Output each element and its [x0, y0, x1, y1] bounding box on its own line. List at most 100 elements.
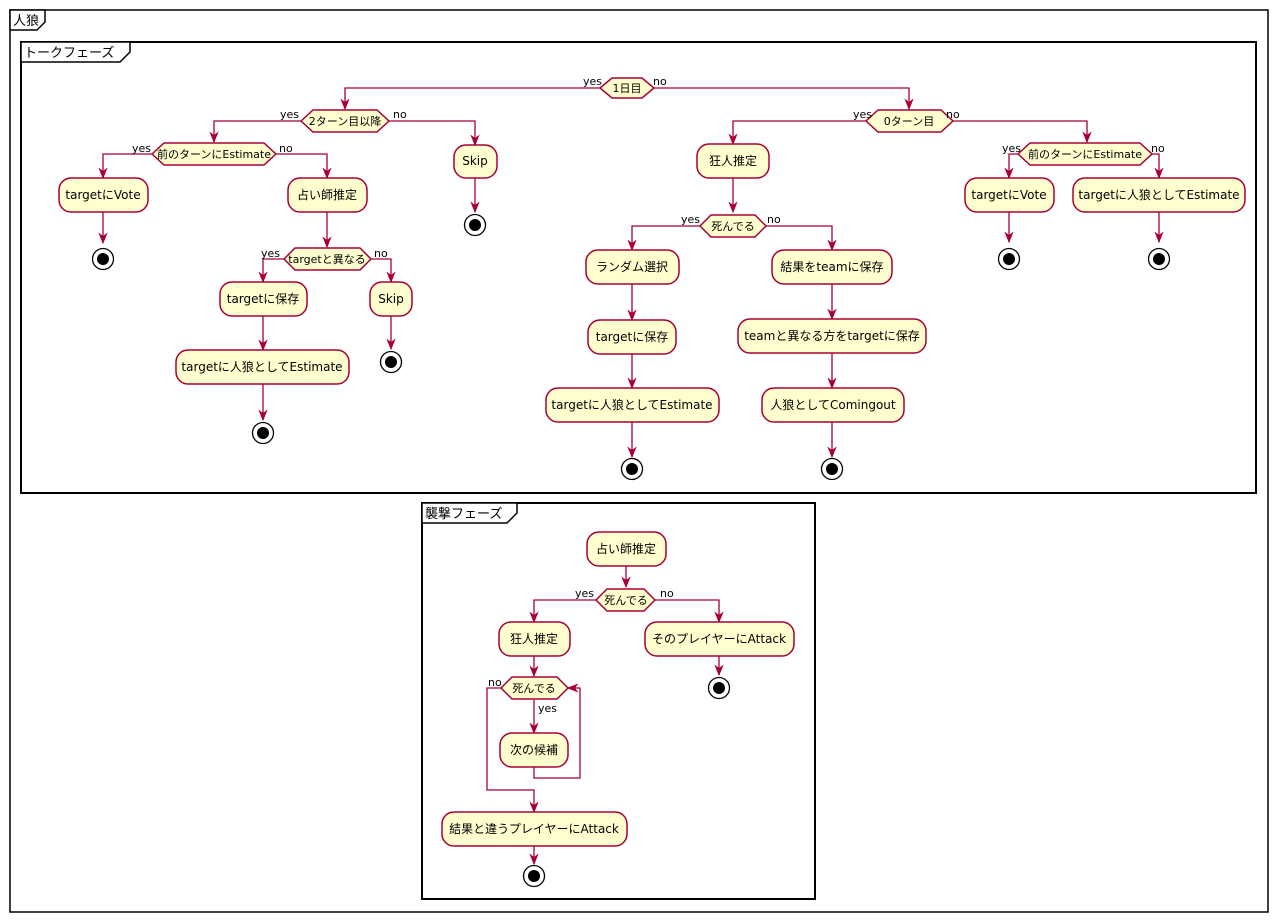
label-no-turn2: no: [393, 108, 407, 121]
decision-turn0: 0ターン目: [864, 109, 955, 133]
branch-labels: yes no yes no yes no yes no yes no yes n…: [132, 75, 1165, 715]
action-estimate-wolf-left: targetに人狼としてEstimate: [175, 349, 350, 385]
talk-phase-frame: トークフェーズ: [20, 41, 1257, 494]
action-random-select: ランダム選択: [585, 249, 680, 285]
label-yes-targetdiff: yes: [261, 247, 280, 260]
svg-text:結果と違うプレイヤーにAttack: 結果と違うプレイヤーにAttack: [449, 822, 619, 836]
action-madman-guess: 狂人推定: [696, 143, 770, 179]
svg-text:結果をteamに保存: 結果をteamに保存: [780, 260, 883, 274]
svg-text:狂人推定: 狂人推定: [709, 153, 757, 168]
svg-text:死んでる: 死んでる: [604, 594, 647, 607]
label-no-day1: no: [653, 75, 667, 88]
svg-text:Skip: Skip: [378, 292, 404, 306]
svg-text:そのプレイヤーにAttack: そのプレイヤーにAttack: [652, 632, 786, 646]
svg-text:targetと異なる: targetと異なる: [288, 253, 365, 266]
svg-text:Skip: Skip: [462, 154, 488, 168]
svg-text:人狼としてComingout: 人狼としてComingout: [770, 397, 896, 412]
action-save-diff-team: teamと異なる方をtargetに保存: [737, 318, 927, 354]
edge-loop-back: [533, 683, 581, 779]
edge-attack-dead-no: [655, 599, 724, 624]
label-no-attack-loop: no: [488, 676, 502, 689]
decision-prev-estimate-right: 前のターンにEstimate: [1016, 142, 1154, 166]
svg-text:targetに人狼としてEstimate: targetに人狼としてEstimate: [551, 397, 712, 412]
end-node-estimate-right: [1147, 247, 1171, 271]
label-no-targetdiff: no: [374, 247, 388, 260]
attack-phase-title: 襲撃フェーズ: [425, 506, 502, 522]
edges: [98, 87, 1164, 866]
attack-decision-dead-loop: 死んでる: [499, 676, 570, 700]
edge-targetdiff-no: [371, 258, 396, 284]
attack-action-next-candidate: 次の候補: [499, 732, 569, 768]
talk-phase-title: トークフェーズ: [24, 45, 114, 61]
edge-prevest-left-yes: [98, 153, 152, 180]
decision-dead-talk: 死んでる: [698, 214, 768, 238]
action-save-result-team: 結果をteamに保存: [771, 249, 893, 285]
label-yes-turn0: yes: [853, 108, 872, 121]
svg-text:占い師推定: 占い師推定: [297, 187, 357, 202]
action-vote-left: targetにVote: [58, 177, 149, 213]
end-node-vote-right: [997, 247, 1021, 271]
decision-day1: 1日目: [598, 77, 656, 99]
edge-prevest-right-no: [1152, 153, 1164, 180]
label-yes-attack-dead: yes: [575, 587, 594, 600]
svg-text:死んでる: 死んでる: [711, 220, 754, 233]
edge-turn2-no: [389, 120, 480, 147]
label-yes-prevest-right: yes: [1002, 142, 1021, 155]
end-node-vote-left: [91, 247, 115, 271]
attack-decision-dead: 死んでる: [594, 588, 657, 612]
end-node-estimate-left: [251, 421, 275, 445]
attack-action-attack-diff: 結果と違うプレイヤーにAttack: [441, 811, 628, 847]
label-no-prevest-left: no: [279, 142, 293, 155]
label-yes-attack-loop: yes: [538, 702, 557, 715]
action-seer-guess-left: 占い師推定: [287, 177, 368, 213]
svg-text:ランダム選択: ランダム選択: [596, 259, 668, 274]
svg-text:teamと異なる方をtargetに保存: teamと異なる方をtargetに保存: [744, 328, 920, 343]
end-node-skip-inner: [463, 213, 487, 237]
edge-turn0-yes: [728, 120, 866, 146]
edge-targetdiff-yes: [258, 258, 284, 284]
edge-dead-yes: [627, 225, 700, 252]
svg-text:狂人推定: 狂人推定: [510, 631, 558, 646]
svg-text:1日目: 1日目: [613, 82, 642, 95]
label-no-turn0: no: [946, 108, 960, 121]
edge-turn2-yes: [209, 120, 301, 144]
edge-prevest-left-no: [276, 153, 332, 180]
svg-text:0ターン目: 0ターン目: [884, 115, 934, 128]
label-no-attack-dead: no: [660, 587, 674, 600]
edge-prevest-right-yes: [1004, 153, 1018, 180]
decision-turn2: 2ターン目以降: [299, 109, 391, 133]
svg-text:targetに人狼としてEstimate: targetに人狼としてEstimate: [1078, 187, 1239, 202]
edge-dead-no: [766, 225, 837, 252]
svg-text:次の候補: 次の候補: [510, 743, 558, 757]
svg-text:前のターンにEstimate: 前のターンにEstimate: [1028, 147, 1142, 161]
action-vote-right: targetにVote: [964, 177, 1055, 213]
svg-text:targetにVote: targetにVote: [971, 188, 1046, 202]
edge-loop-no: [486, 687, 539, 814]
label-yes-prevest-left: yes: [132, 142, 151, 155]
action-skip-inner: Skip: [453, 144, 498, 179]
outer-frame: 人狼: [9, 9, 1269, 913]
svg-text:targetに人狼としてEstimate: targetに人狼としてEstimate: [181, 359, 342, 374]
edge-attack-dead-yes: [529, 599, 596, 624]
end-node-attack-player: [707, 676, 731, 700]
end-node-estimate-mid: [620, 457, 644, 481]
decision-prev-estimate-left: 前のターンにEstimate: [150, 142, 278, 166]
edge-day1-no: [654, 87, 914, 111]
end-node-attack-diff: [522, 864, 546, 888]
label-yes-day1: yes: [583, 75, 602, 88]
label-no-prevest-right: no: [1151, 142, 1165, 155]
label-no-dead-talk: no: [767, 213, 781, 226]
svg-text:targetに保存: targetに保存: [596, 330, 669, 344]
attack-action-seer-guess: 占い師推定: [586, 531, 667, 567]
action-estimate-wolf-mid: targetに人狼としてEstimate: [545, 387, 720, 423]
label-yes-dead-talk: yes: [681, 213, 700, 226]
label-yes-turn2: yes: [280, 108, 299, 121]
outer-frame-title: 人狼: [13, 14, 39, 29]
attack-action-attack-player: そのプレイヤーにAttack: [644, 621, 795, 657]
attack-phase-frame: 襲撃フェーズ: [421, 502, 816, 900]
svg-text:死んでる: 死んでる: [512, 682, 555, 695]
action-estimate-wolf-right: targetに人狼としてEstimate: [1072, 177, 1246, 213]
action-comingout-wolf: 人狼としてComingout: [761, 387, 905, 423]
action-save-target-left: targetに保存: [219, 281, 308, 317]
